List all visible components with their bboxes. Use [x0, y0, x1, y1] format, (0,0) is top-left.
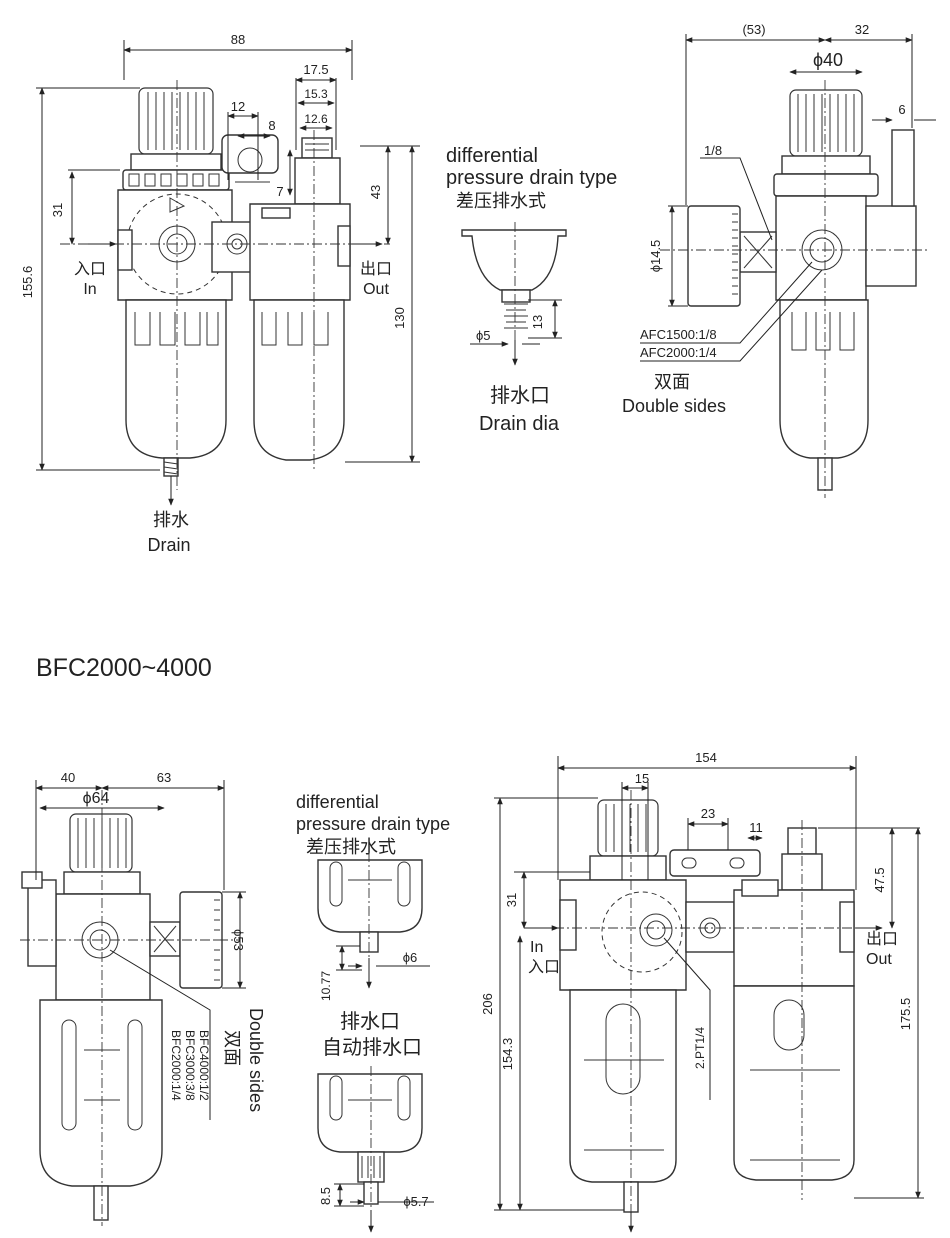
top-left-labels: 88 17.5 15.3 12.6 12 8 7 31 43 155.6 130…	[20, 32, 407, 555]
drain-type-title-line2: pressure drain type	[296, 814, 450, 834]
in-label-en: In	[83, 281, 96, 298]
dim-130: 130	[392, 307, 407, 329]
bottom-left-side-view: 40 63 ϕ64 ϕ53 BFC2000:1/4 BFC3000:3/8 BF…	[20, 770, 266, 1226]
top-right-side-view: (53) 32 ϕ40 6 1/8 ϕ14.5 AFC1500:1/8 AFC2…	[622, 22, 936, 498]
dim-6: 6	[898, 102, 905, 117]
dim-11: 11	[749, 820, 763, 835]
dim-phi5: ϕ5	[476, 328, 491, 343]
dim-155-6: 155.6	[20, 266, 35, 299]
dim-phi64: ϕ64	[83, 790, 110, 807]
double-sides-en: Double sides	[622, 396, 726, 416]
drain-type-title-cn: 差压排水式	[456, 191, 546, 211]
dim-17-5: 17.5	[303, 62, 328, 77]
spec-afc2000: AFC2000:1/4	[640, 345, 717, 360]
auto-drain-port-cn: 自动排水口	[322, 1036, 422, 1059]
drain-label-cn: 排水	[153, 510, 189, 530]
in-label-cn: 入口	[528, 959, 560, 976]
drain-type-title-line2: pressure drain type	[446, 167, 617, 189]
spec-bfc4000: BFC4000:1/2	[197, 1030, 211, 1101]
dim-phi40: ϕ40	[813, 50, 843, 70]
section-title: BFC2000~4000	[36, 654, 212, 682]
dim-154: 154	[695, 750, 717, 765]
drain-dia-label-en: Drain dia	[479, 413, 560, 435]
top-differential-drain: differential pressure drain type 差压排水式 1…	[446, 145, 617, 435]
dim-40: 40	[61, 770, 75, 785]
in-label-cn: 入口	[74, 261, 106, 278]
dim-15: 15	[635, 771, 649, 786]
out-label-cn: 出口	[360, 260, 392, 278]
dim-154-3: 154.3	[500, 1038, 515, 1071]
in-label-en: In	[530, 939, 543, 956]
drain-port-cn: 排水口	[340, 1010, 400, 1033]
dim-8: 8	[268, 118, 275, 133]
out-label-en: Out	[866, 951, 892, 968]
dim-43: 43	[368, 185, 383, 199]
dim-phi6: ϕ6	[403, 950, 418, 965]
dim-8-5: 8.5	[318, 1187, 333, 1205]
top-left-dimensions	[36, 40, 420, 471]
dim-47-5: 47.5	[872, 867, 887, 892]
dim-13: 13	[530, 315, 545, 329]
dim-53: (53)	[742, 22, 765, 37]
dim-1-8: 1/8	[704, 143, 722, 158]
dim-15-3: 15.3	[304, 87, 328, 101]
out-label-en: Out	[363, 281, 389, 298]
drain-dia-label-cn: 排水口	[490, 384, 550, 407]
drain-type-title-line1: differential	[296, 792, 379, 812]
dim-206: 206	[480, 993, 495, 1015]
dim-31: 31	[504, 893, 519, 907]
lubricator-unit	[249, 130, 351, 470]
double-sides-cn: 双面	[222, 1030, 242, 1066]
drain-type-title-cn: 差压排水式	[306, 837, 396, 857]
dim-12-6: 12.6	[304, 112, 328, 126]
spec-bfc3000: BFC3000:3/8	[183, 1030, 197, 1101]
double-sides-en: Double sides	[246, 1008, 266, 1112]
top-left-assembly: 88 17.5 15.3 12.6 12 8 7 31 43 155.6 130…	[20, 32, 420, 555]
bottom-differential-drain: differential pressure drain type 差压排水式 ϕ…	[296, 792, 450, 1233]
dim-32: 32	[855, 22, 869, 37]
bottom-right-assembly: 154 15 23 11 31 47.5 206 154.3 175.5 2.P…	[480, 750, 924, 1233]
double-sides-cn: 双面	[654, 372, 690, 392]
dim-63: 63	[157, 770, 171, 785]
dim-phi5-7: ϕ5.7	[403, 1194, 428, 1209]
dim-175-5: 175.5	[898, 998, 913, 1031]
dim-phi14-5: ϕ14.5	[648, 240, 663, 273]
spec-bfc2000: BFC2000:1/4	[169, 1030, 183, 1101]
dim-7: 7	[276, 184, 283, 199]
out-label-cn: 出口	[866, 930, 898, 948]
spec-pt1-4: 2.PT1/4	[693, 1027, 707, 1069]
dim-phi53: ϕ53	[231, 929, 246, 951]
drain-label-en: Drain	[147, 535, 190, 555]
dim-10-77: 10.77	[319, 971, 333, 1001]
spec-afc1500: AFC1500:1/8	[640, 327, 717, 342]
drain-type-title-line1: differential	[446, 145, 538, 167]
dim-88: 88	[231, 32, 245, 47]
filter-regulator-unit	[117, 80, 233, 490]
dim-23: 23	[701, 806, 715, 821]
dim-12: 12	[231, 99, 245, 114]
dim-31: 31	[50, 203, 65, 217]
